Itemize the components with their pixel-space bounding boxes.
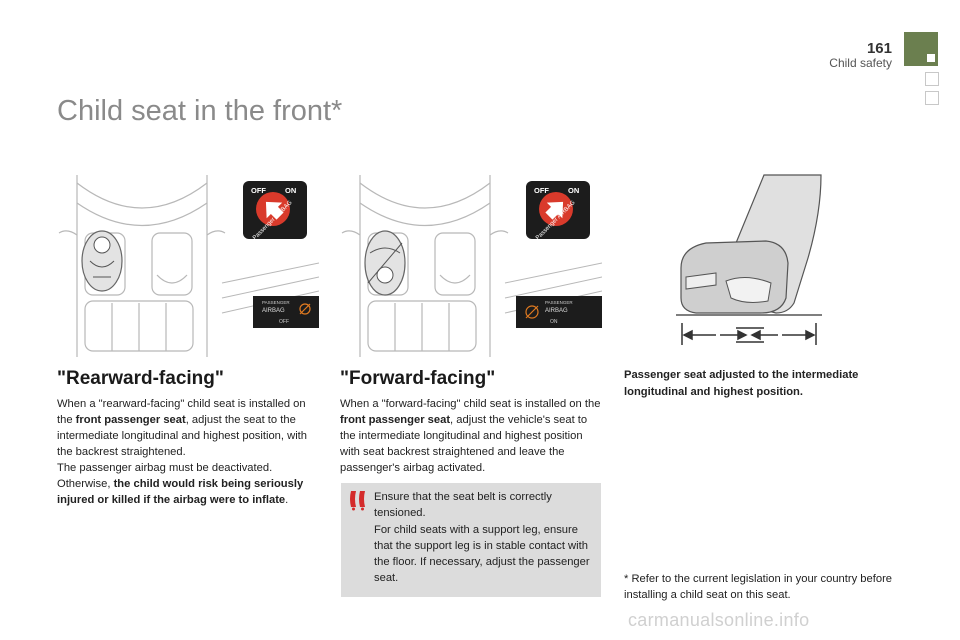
rear-child-seat-icon [81, 230, 123, 292]
svg-text:ON: ON [285, 186, 296, 195]
forward-child-seat-icon [364, 230, 406, 296]
rearward-heading: "Rearward-facing" [57, 368, 224, 389]
svg-text:ON: ON [550, 319, 558, 325]
airbag-switch-off-icon: OFF ON Passenger AIRBAG [243, 181, 307, 241]
svg-text:AIRBAG: AIRBAG [545, 308, 568, 314]
watermark: carmanualsonline.info [628, 610, 810, 630]
airbag-off-symbol-icon [525, 305, 539, 319]
section-name: Child safety [829, 56, 892, 70]
forward-facing-illustration: OFF ON Passenger AIRBAG PASSENGER AIRBAG… [341, 175, 602, 357]
svg-text:OFF: OFF [279, 319, 289, 325]
rearward-text: When a "rearward-facing" child seat is i… [57, 398, 308, 506]
seat-caption: Passenger seat adjusted to the intermedi… [624, 369, 859, 398]
svg-text:OFF: OFF [251, 186, 266, 195]
longitudinal-position-arrows-icon [681, 323, 817, 345]
car-seat-icon [676, 174, 822, 316]
footnote: * Refer to the current legislation in yo… [624, 573, 893, 601]
airbag-off-indicator: PASSENGER AIRBAG OFF [253, 296, 319, 328]
airbag-off-symbol-icon [299, 303, 311, 315]
chapter-tab-active[interactable] [904, 32, 938, 66]
forward-heading: "Forward-facing" [340, 368, 496, 389]
svg-text:ON: ON [568, 186, 579, 195]
svg-text:OFF: OFF [534, 186, 549, 195]
forward-text: When a "forward-facing" child seat is in… [340, 398, 601, 474]
warning-box [341, 483, 601, 597]
seat-adjustment-illustration [676, 174, 822, 345]
airbag-switch-on-icon: OFF ON Passenger AIRBAG [526, 181, 590, 241]
svg-text:PASSENGER: PASSENGER [262, 300, 290, 305]
warning-icon [350, 491, 365, 511]
page-title: Child seat in the front* [57, 95, 343, 127]
page-number: 161 [866, 40, 892, 57]
warning-text: Ensure that the seat belt is correctly t… [374, 491, 590, 585]
chapter-tab[interactable] [925, 91, 939, 105]
svg-text:AIRBAG: AIRBAG [262, 308, 285, 314]
tab-marker-icon [927, 54, 935, 62]
svg-text:PASSENGER: PASSENGER [545, 300, 573, 305]
chapter-tab[interactable] [925, 72, 939, 86]
rearward-facing-illustration: OFF ON Passenger AIRBAG PASSENGER AIRBAG… [58, 175, 319, 357]
airbag-on-indicator: PASSENGER AIRBAG ON [516, 296, 602, 328]
